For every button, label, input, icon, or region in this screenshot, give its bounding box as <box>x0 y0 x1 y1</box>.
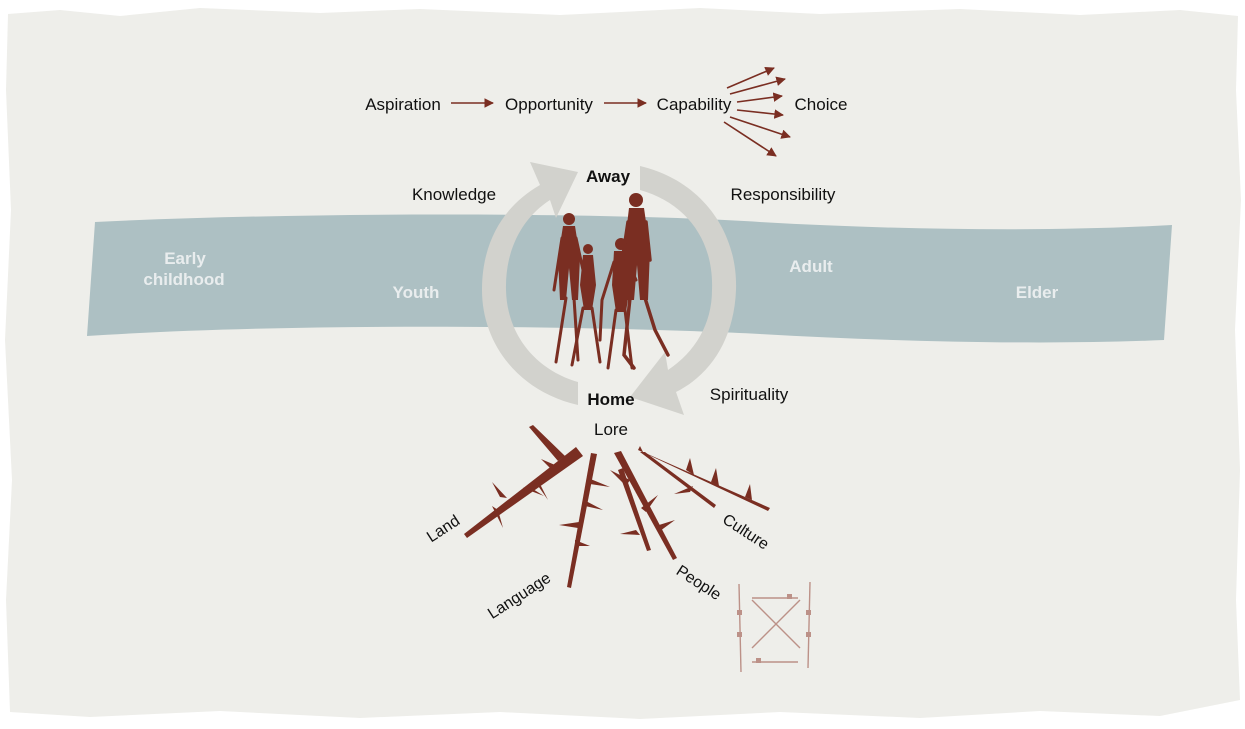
figure-2-limbs <box>570 306 602 367</box>
choice-arrow-3 <box>736 92 783 103</box>
stage-early-childhood-line1: Early <box>164 249 206 268</box>
symbol-glyph <box>737 581 811 673</box>
root-land-spur-1 <box>529 425 565 461</box>
figure-2-body <box>580 255 596 310</box>
root-people-thorns <box>610 470 675 535</box>
pathway-step-choice: Choice <box>795 95 848 114</box>
root-culture-thorns <box>674 458 752 500</box>
figure-4-body <box>624 208 650 300</box>
choice-arrow-6 <box>723 121 777 157</box>
root-land <box>464 447 583 538</box>
cycle-away-label: Away <box>586 167 631 186</box>
root-culture <box>638 446 770 511</box>
figure-4-head <box>629 193 643 207</box>
glyph-vertical-left <box>738 583 742 673</box>
glyph-dot-5 <box>756 658 761 663</box>
cycle-knowledge-label: Knowledge <box>412 185 496 204</box>
stage-early-childhood-line2: childhood <box>143 270 224 289</box>
cycle-arrow-left <box>482 162 578 405</box>
glyph-dot-2 <box>737 632 742 637</box>
cycle-arrow-right <box>630 166 737 415</box>
pathway-arrows <box>451 66 791 157</box>
cycle-responsibility-label: Responsibility <box>731 185 836 204</box>
choice-arrow-2 <box>729 76 786 95</box>
figure-1-body <box>558 226 580 300</box>
figure-2-head <box>583 244 593 254</box>
choice-arrow-5 <box>729 116 791 139</box>
root-people-2 <box>618 468 651 551</box>
figure-4-limbs <box>620 220 670 370</box>
stage-elder: Elder <box>1016 283 1059 302</box>
family-figures <box>552 193 670 370</box>
glyph-vertical-right <box>807 581 811 669</box>
choice-arrow-1 <box>726 66 775 89</box>
glyph-dot-1 <box>737 610 742 615</box>
cycle-arrows <box>482 162 737 415</box>
pathway-step-aspiration: Aspiration <box>365 95 441 114</box>
figure-3-limbs <box>598 260 638 370</box>
paper-background <box>5 8 1241 719</box>
pathway-step-opportunity: Opportunity <box>505 95 593 114</box>
root-culture-2 <box>640 452 716 508</box>
choice-arrow-4 <box>736 109 784 119</box>
roots <box>464 425 770 588</box>
cycle-spirituality-label: Spirituality <box>710 385 789 404</box>
glyph-diag-2 <box>751 599 801 649</box>
figure-1-limbs <box>552 236 585 364</box>
stage-adult: Adult <box>789 257 833 276</box>
figure-1-head <box>563 213 575 225</box>
root-land-thorns <box>492 459 555 528</box>
root-language <box>567 453 597 588</box>
glyph-dot-4 <box>806 632 811 637</box>
stage-youth: Youth <box>393 283 440 302</box>
glyph-dot-6 <box>787 594 792 599</box>
roots-lore-label: Lore <box>594 420 628 439</box>
pathway-step-capability: Capability <box>657 95 732 114</box>
glyph-dot-3 <box>806 610 811 615</box>
cycle-home-label: Home <box>587 390 634 409</box>
